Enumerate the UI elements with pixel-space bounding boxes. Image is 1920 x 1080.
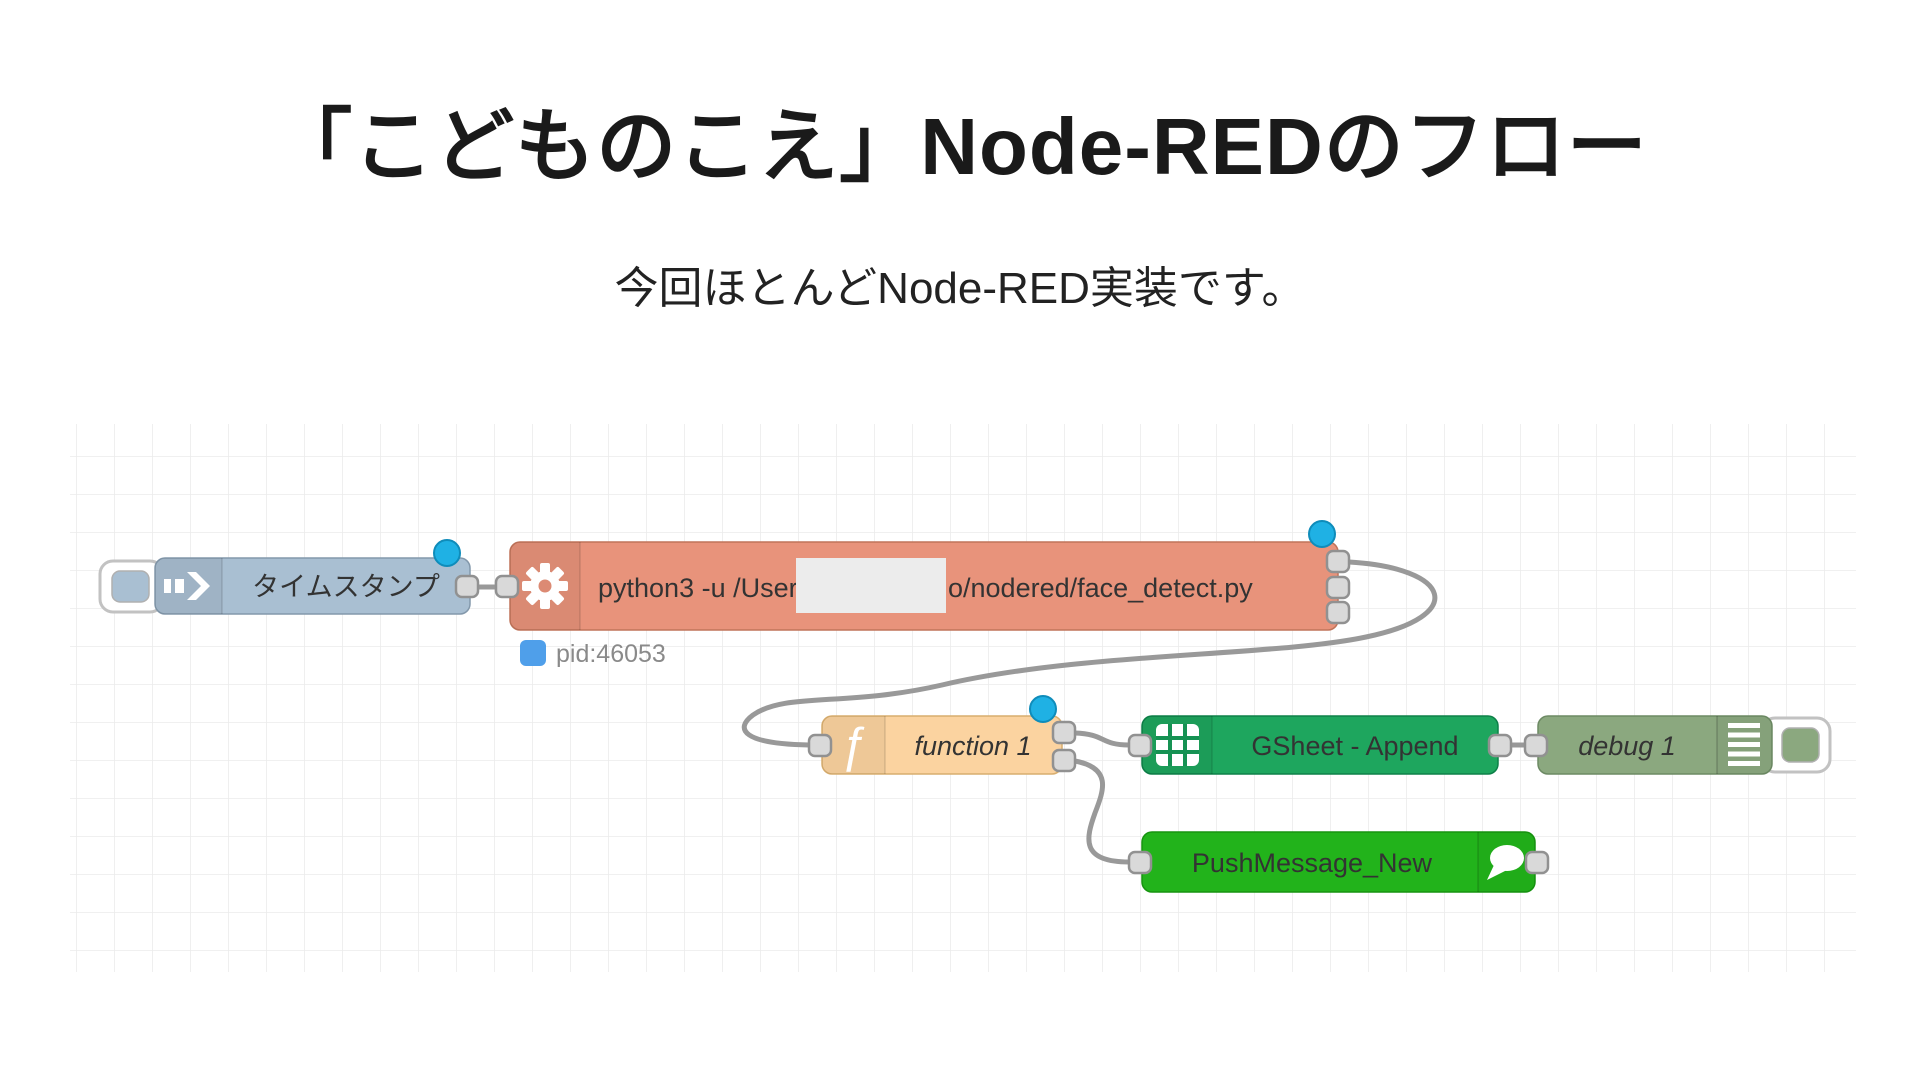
push-input-port[interactable] xyxy=(1127,850,1153,875)
exec-changed-dot xyxy=(1308,520,1336,548)
gsheet-output-port[interactable] xyxy=(1487,733,1513,758)
node-inject[interactable]: タイムスタンプ xyxy=(98,539,480,615)
arrow-right-icon xyxy=(164,572,210,600)
wire-function-to-gsheet[interactable] xyxy=(1072,730,1132,748)
wire-function-to-push[interactable] xyxy=(1072,758,1132,865)
function-output-port-1[interactable] xyxy=(1051,720,1077,745)
debug-input-port[interactable] xyxy=(1523,733,1549,758)
exec-label-suffix: o/nodered/face_detect.py xyxy=(948,573,1253,603)
gear-icon xyxy=(522,563,568,609)
inject-button-inner[interactable] xyxy=(111,570,150,603)
f-function-icon: ƒ xyxy=(840,719,867,772)
gsheet-label: GSheet - Append xyxy=(1251,731,1458,761)
gsheet-input-port[interactable] xyxy=(1127,733,1153,758)
function-label: function 1 xyxy=(914,731,1031,761)
exec-output-port-3[interactable] xyxy=(1325,600,1351,625)
node-push-message[interactable]: PushMessage_New xyxy=(1127,831,1550,893)
debug-toggle-button-inner[interactable] xyxy=(1781,727,1820,763)
spreadsheet-icon xyxy=(1156,724,1199,766)
inject-output-port[interactable] xyxy=(454,574,480,599)
function-changed-dot xyxy=(1029,695,1057,723)
exec-output-port-2[interactable] xyxy=(1325,575,1351,600)
grid-lines xyxy=(70,424,1856,972)
function-input-port[interactable] xyxy=(807,733,833,758)
redaction-box xyxy=(796,558,946,613)
function-icon-section xyxy=(822,716,885,774)
exec-status: pid:46053 xyxy=(520,640,666,668)
exec-label-prefix: python3 -u /Users xyxy=(598,573,811,603)
node-gsheet[interactable]: GSheet - Append xyxy=(1127,715,1513,775)
status-dot xyxy=(520,640,546,666)
chat-bubble-icon xyxy=(1487,845,1524,880)
exec-input-port[interactable] xyxy=(494,574,520,599)
function-output-port-2[interactable] xyxy=(1051,748,1077,773)
node-exec[interactable]: python3 -u /Users o/nodered/face_detect.… xyxy=(494,520,1351,668)
status-text: pid:46053 xyxy=(556,640,666,668)
push-label: PushMessage_New xyxy=(1192,848,1433,878)
node-function[interactable]: ƒ function 1 xyxy=(807,695,1077,775)
slide-subtitle: 今回ほとんどNode-RED実装です。 xyxy=(614,264,1306,313)
list-lines-icon xyxy=(1728,723,1760,766)
exec-output-port-1[interactable] xyxy=(1325,549,1351,574)
inject-label: タイムスタンプ xyxy=(252,572,440,602)
node-debug[interactable]: debug 1 xyxy=(1523,715,1832,775)
wire-exec-to-function[interactable] xyxy=(741,559,1438,748)
push-output-port[interactable] xyxy=(1524,850,1550,875)
debug-label: debug 1 xyxy=(1578,731,1676,761)
inject-changed-dot xyxy=(433,539,461,567)
slide-title: 「こどものこえ」Node-REDのフロー xyxy=(272,102,1648,191)
